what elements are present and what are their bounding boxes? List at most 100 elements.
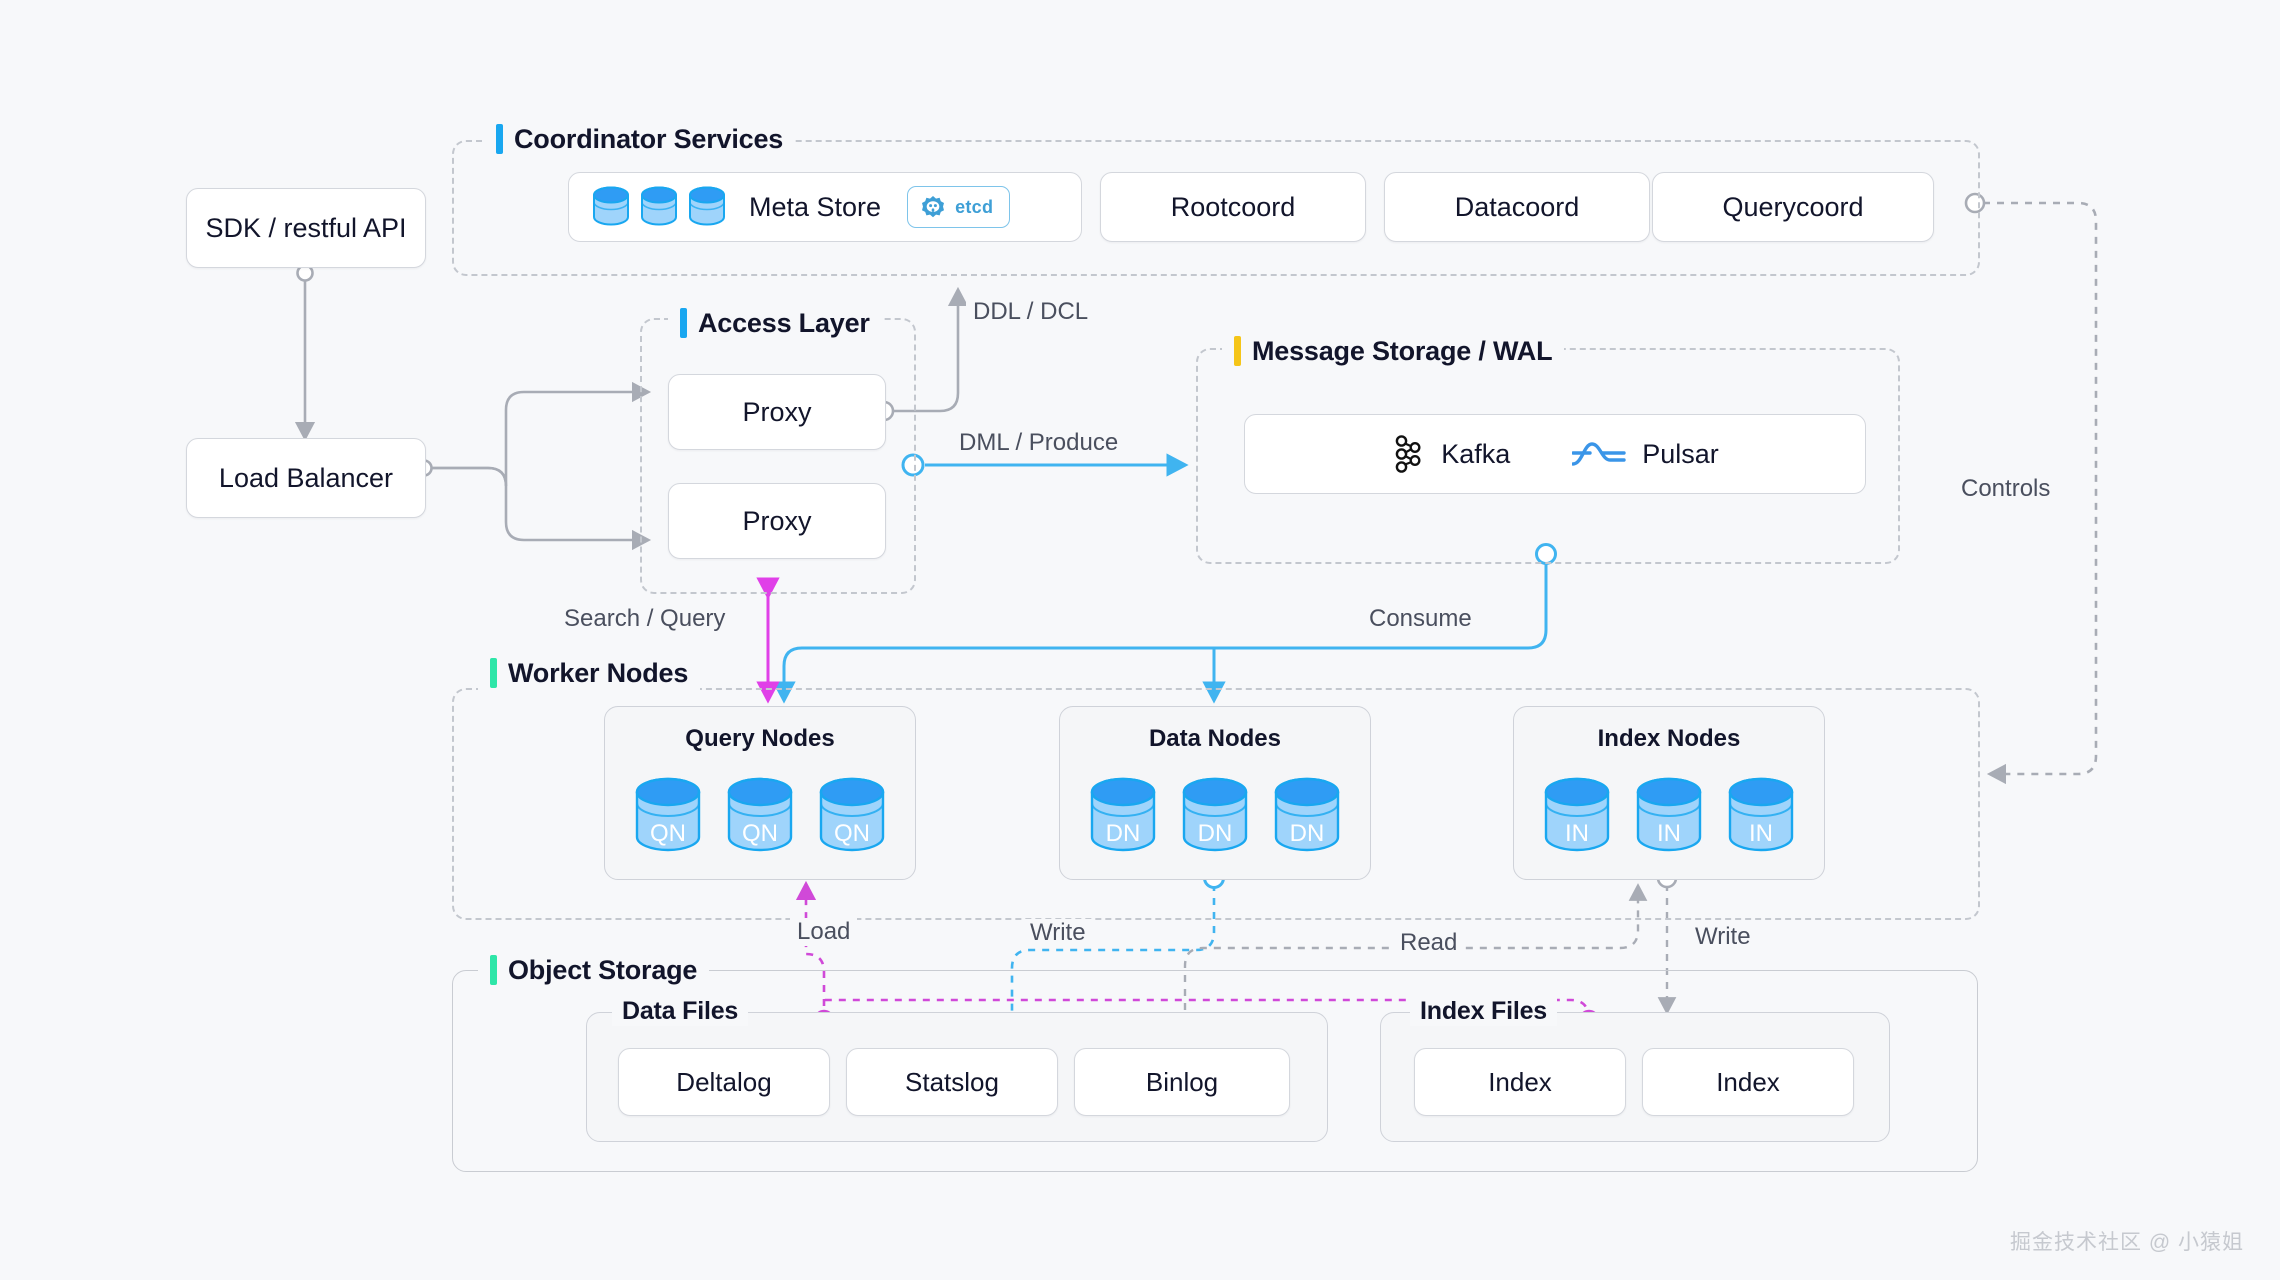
index-node-cylinder: IN <box>1542 777 1612 860</box>
etcd-badge[interactable]: etcd <box>907 186 1011 228</box>
edge-dml-produce <box>901 453 1189 477</box>
etcd-icon <box>922 196 945 218</box>
binlog-label: Binlog <box>1145 1066 1219 1097</box>
rootcoord-card[interactable]: Rootcoord <box>1100 172 1366 242</box>
data-node-icon <box>1274 777 1340 852</box>
pulsar-item[interactable]: Pulsar <box>1572 434 1719 474</box>
etcd-label: etcd <box>955 196 994 217</box>
statslog-label: Statslog <box>905 1066 999 1097</box>
querycoord-card[interactable]: Querycoord <box>1652 172 1934 242</box>
binlog-card[interactable]: Binlog <box>1074 1048 1290 1116</box>
data-files-title: Data Files <box>622 996 739 1025</box>
index-node-icon <box>1728 777 1794 852</box>
index-files-title: Index Files <box>1420 996 1548 1025</box>
edge-loadbalancer-to-proxies <box>415 381 652 551</box>
query-nodes-title: Query Nodes <box>685 725 835 752</box>
datacoord-label: Datacoord <box>1454 191 1580 222</box>
query-node-label: QN <box>742 820 778 847</box>
coordinator-services-title: Coordinator Services <box>514 123 784 154</box>
index-node-icon <box>1544 777 1610 852</box>
index-files-header: Index Files <box>1410 996 1558 1026</box>
database-cylinder-icon <box>593 186 629 226</box>
message-broker-card[interactable]: Kafka Pulsar <box>1244 414 1866 494</box>
data-node-label: DN <box>1197 820 1233 847</box>
data-node-cylinder: DN <box>1180 777 1250 860</box>
object-storage-accent-bar <box>490 955 497 985</box>
index-node-cylinder: IN <box>1634 777 1704 860</box>
data-nodes-panel[interactable]: Data Nodes DN DN <box>1059 706 1371 880</box>
coordinator-services-header: Coordinator Services <box>484 122 796 156</box>
data-node-icon <box>1182 777 1248 852</box>
database-cylinder-icon <box>689 186 725 226</box>
deltalog-card[interactable]: Deltalog <box>618 1048 830 1116</box>
access-layer-header: Access Layer <box>668 306 882 340</box>
index-file-label-2: Index <box>1716 1066 1780 1097</box>
edge-label-write-data: Write <box>1023 919 1093 947</box>
meta-store-label: Meta Store <box>749 191 882 222</box>
kafka-label: Kafka <box>1441 438 1511 469</box>
proxy-label-1: Proxy <box>742 396 812 427</box>
query-node-cylinder: QN <box>725 777 795 860</box>
query-node-cylinder: QN <box>633 777 703 860</box>
edge-label-read: Read <box>1393 929 1465 957</box>
sdk-restful-api-label: SDK / restful API <box>205 212 407 243</box>
meta-store-card[interactable]: Meta Store etcd <box>568 172 1082 242</box>
data-files-header: Data Files <box>612 996 749 1026</box>
kafka-icon <box>1395 435 1421 473</box>
message-storage-header: Message Storage / WAL <box>1222 334 1565 368</box>
data-node-icon <box>1090 777 1156 852</box>
database-cylinder-icon <box>641 186 677 226</box>
access-layer-title: Access Layer <box>698 307 870 338</box>
data-node-cylinder: DN <box>1272 777 1342 860</box>
sdk-restful-api-card[interactable]: SDK / restful API <box>186 188 426 268</box>
object-storage-title: Object Storage <box>508 954 698 985</box>
index-file-card-2[interactable]: Index <box>1642 1048 1854 1116</box>
object-storage-group <box>452 970 1978 1172</box>
index-nodes-cylinders: IN IN IN <box>1542 777 1796 860</box>
edge-label-ddl-dcl: DDL / DCL <box>966 298 1096 326</box>
proxy-label-2: Proxy <box>742 505 812 536</box>
query-nodes-panel[interactable]: Query Nodes QN QN <box>604 706 916 880</box>
worker-nodes-group <box>452 688 1980 920</box>
message-storage-title: Message Storage / WAL <box>1252 335 1553 366</box>
query-node-icon <box>635 777 701 852</box>
meta-store-cylinder-group <box>591 186 727 228</box>
statslog-card[interactable]: Statslog <box>846 1048 1058 1116</box>
worker-nodes-title: Worker Nodes <box>508 657 689 688</box>
data-nodes-cylinders: DN DN DN <box>1088 777 1342 860</box>
edge-sdk-to-loadbalancer <box>294 264 316 442</box>
query-node-icon <box>819 777 885 852</box>
querycoord-label: Querycoord <box>1722 191 1864 222</box>
index-nodes-title: Index Nodes <box>1597 725 1741 752</box>
query-nodes-cylinders: QN QN QN <box>633 777 887 860</box>
edge-label-consume: Consume <box>1362 605 1479 633</box>
index-file-card-1[interactable]: Index <box>1414 1048 1626 1116</box>
query-node-label: QN <box>650 820 686 847</box>
datacoord-card[interactable]: Datacoord <box>1384 172 1650 242</box>
index-node-cylinder: IN <box>1726 777 1796 860</box>
data-node-label: DN <box>1289 820 1325 847</box>
index-node-icon <box>1636 777 1702 852</box>
edge-label-write-index: Write <box>1688 923 1758 951</box>
index-nodes-panel[interactable]: Index Nodes IN IN <box>1513 706 1825 880</box>
edge-label-load: Load <box>790 918 858 946</box>
watermark: 掘金技术社区 @ 小猿姐 <box>2010 1231 2244 1254</box>
rootcoord-label: Rootcoord <box>1170 191 1296 222</box>
query-node-label: QN <box>834 820 870 847</box>
edge-label-search-query: Search / Query <box>557 605 733 633</box>
kafka-item[interactable]: Kafka <box>1391 434 1510 474</box>
proxy-card-2[interactable]: Proxy <box>668 483 886 559</box>
proxy-card-1[interactable]: Proxy <box>668 374 886 450</box>
data-nodes-title: Data Nodes <box>1148 725 1282 752</box>
query-node-cylinder: QN <box>817 777 887 860</box>
data-node-label: DN <box>1105 820 1141 847</box>
load-balancer-card[interactable]: Load Balancer <box>186 438 426 518</box>
index-node-label: IN <box>1565 820 1589 847</box>
coordinator-services-group <box>452 140 1980 276</box>
load-balancer-label: Load Balancer <box>218 462 394 493</box>
index-node-label: IN <box>1749 820 1773 847</box>
data-node-cylinder: DN <box>1088 777 1158 860</box>
access-layer-accent-bar <box>680 308 687 338</box>
pulsar-icon <box>1572 442 1626 466</box>
